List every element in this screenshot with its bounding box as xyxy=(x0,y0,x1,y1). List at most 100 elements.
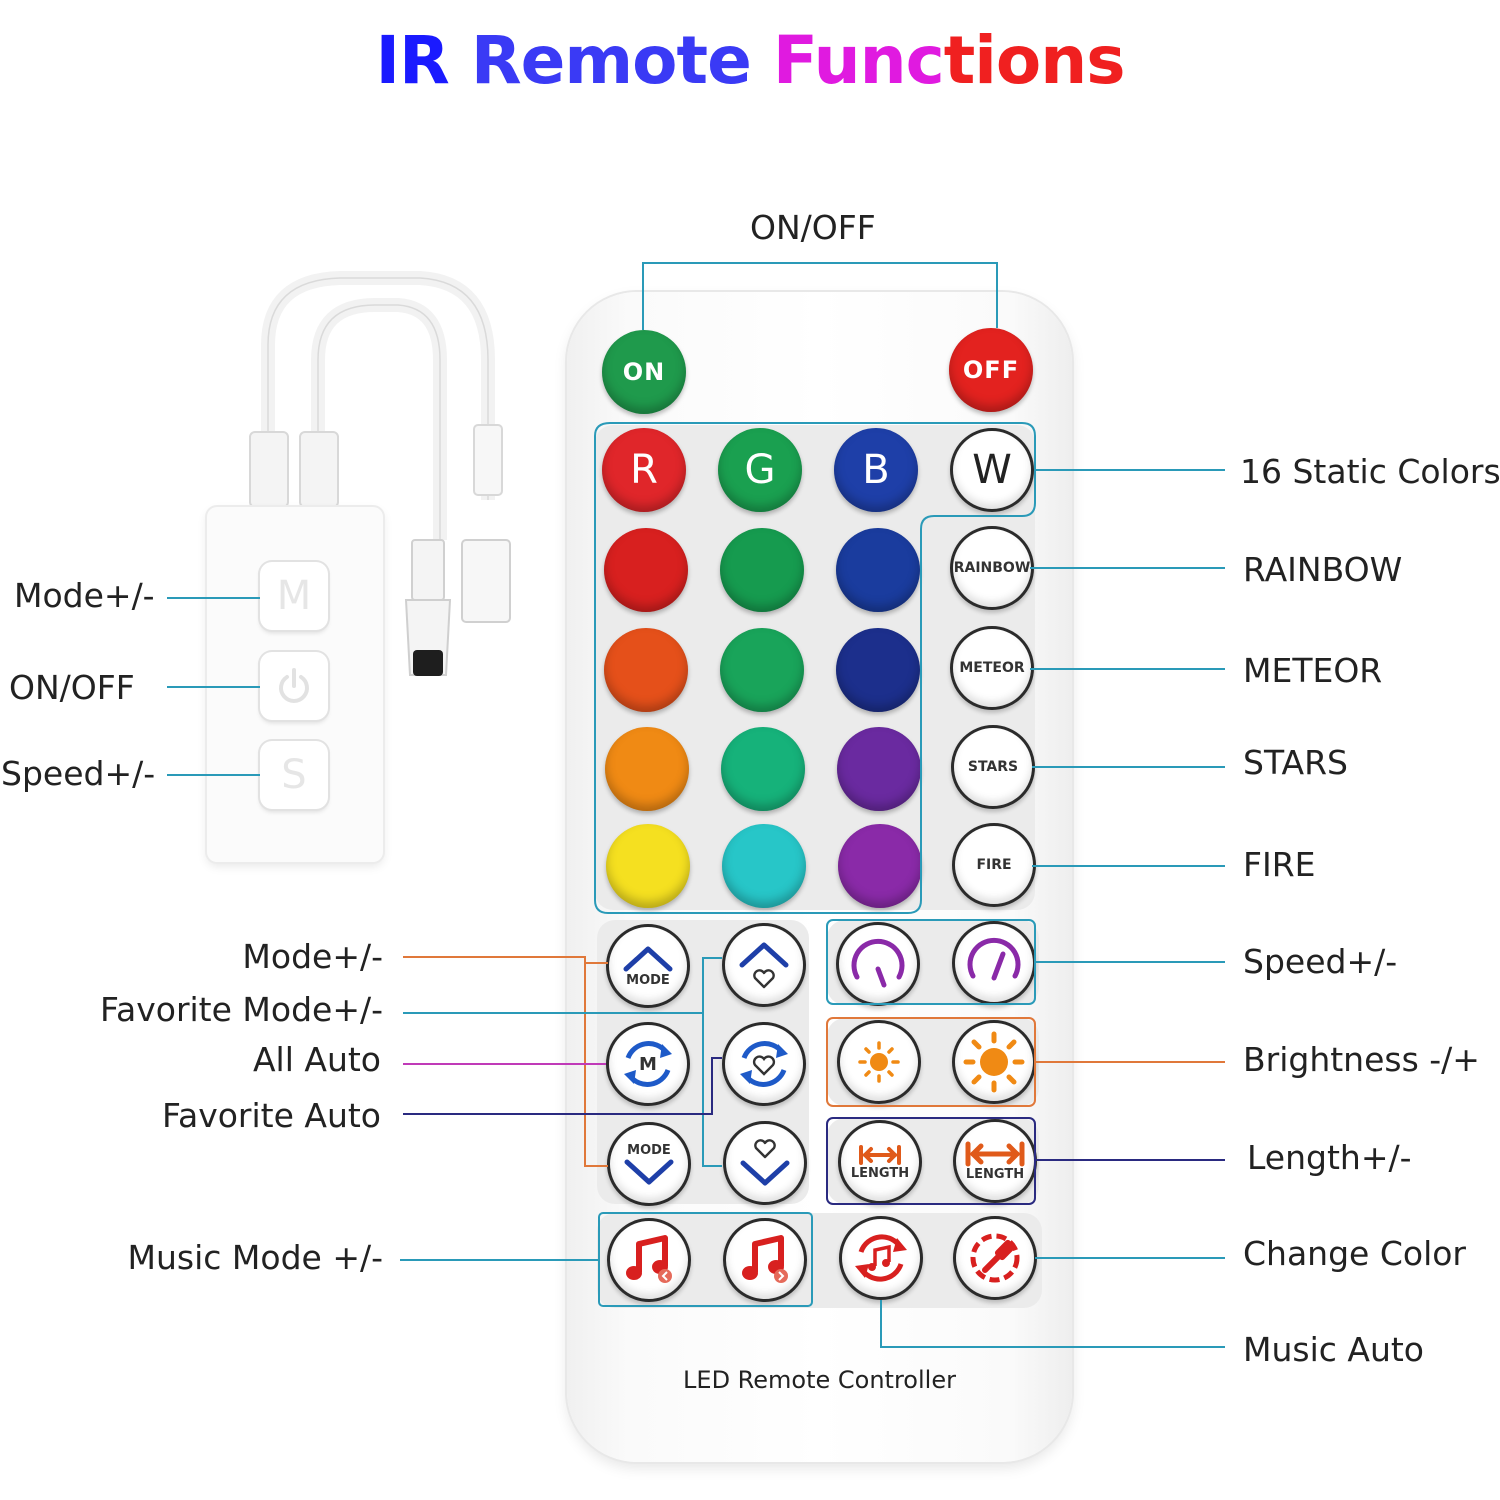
speed-up-button[interactable] xyxy=(952,921,1036,1005)
controller-speed-glyph: S xyxy=(281,752,307,798)
chevron-down-icon xyxy=(740,1160,790,1186)
stars-label: STARS xyxy=(967,759,1019,775)
color-button[interactable] xyxy=(721,727,805,811)
label-on-off-top: ON/OFF xyxy=(750,208,876,247)
label-brightness: Brightness -/+ xyxy=(1243,1040,1480,1079)
heart-icon xyxy=(753,969,775,989)
blue-label: B xyxy=(862,447,890,493)
on-label: ON xyxy=(622,358,666,386)
off-label: OFF xyxy=(962,356,1020,384)
fire-label: FIRE xyxy=(976,857,1012,873)
controller-mode-glyph: M xyxy=(276,573,312,619)
mode-up-button[interactable]: MODE xyxy=(606,924,690,1008)
label-rainbow: RAINBOW xyxy=(1243,550,1403,589)
length-down-label: LENGTH xyxy=(850,1165,910,1181)
sun-small-icon xyxy=(858,1041,900,1083)
label-all-auto: All Auto xyxy=(252,1040,381,1079)
music-auto-button[interactable] xyxy=(839,1216,923,1300)
label-length: Length+/- xyxy=(1247,1138,1412,1177)
color-button[interactable] xyxy=(605,727,689,811)
label-controller-speed: Speed+/- xyxy=(1,754,156,793)
power-icon xyxy=(279,668,309,703)
green-label: G xyxy=(744,447,776,493)
favorite-mode-down-button[interactable] xyxy=(723,1121,807,1205)
chevron-down-icon xyxy=(624,1159,674,1184)
chevron-up-icon xyxy=(623,946,673,971)
meteor-button[interactable]: METEOR xyxy=(950,626,1034,710)
controller-speed-button[interactable]: S xyxy=(260,741,328,809)
color-button[interactable] xyxy=(604,528,688,612)
label-static-colors: 16 Static Colors xyxy=(1240,452,1500,491)
all-auto-button[interactable]: M xyxy=(606,1022,690,1106)
chevron-up-icon xyxy=(739,942,789,968)
fire-button[interactable]: FIRE xyxy=(952,823,1036,907)
color-button[interactable] xyxy=(720,528,804,612)
mode-down-button[interactable]: MODE xyxy=(607,1122,691,1206)
off-button[interactable]: OFF xyxy=(949,328,1033,412)
speedometer-icon xyxy=(967,937,1021,981)
green-button[interactable]: G xyxy=(718,428,802,512)
music-mode-up-button[interactable] xyxy=(723,1218,807,1302)
meteor-label: METEOR xyxy=(959,660,1025,676)
length-arrow-icon xyxy=(859,1144,901,1165)
sun-large-icon xyxy=(963,1031,1025,1093)
label-controller-mode: Mode+/- xyxy=(14,576,155,615)
speedometer-icon xyxy=(851,938,905,988)
red-button[interactable]: R xyxy=(602,428,686,512)
favorite-mode-up-button[interactable] xyxy=(722,923,806,1007)
remote-brand-label: LED Remote Controller xyxy=(683,1366,956,1394)
music-note-icon xyxy=(742,1235,788,1283)
length-arrow-icon xyxy=(965,1141,1025,1166)
color-button[interactable] xyxy=(837,727,921,811)
white-label: W xyxy=(972,447,1012,493)
color-button[interactable] xyxy=(604,628,688,712)
label-stars: STARS xyxy=(1243,743,1348,782)
on-button[interactable]: ON xyxy=(602,330,686,414)
cycle-icon xyxy=(624,1041,672,1087)
length-down-button[interactable]: LENGTH xyxy=(838,1120,922,1204)
page-title: IR Remote Functions xyxy=(0,22,1500,99)
label-change-color: Change Color xyxy=(1243,1234,1466,1273)
color-picker-icon xyxy=(970,1233,1020,1283)
label-music-auto: Music Auto xyxy=(1243,1330,1425,1369)
music-note-icon xyxy=(626,1235,672,1283)
mode-up-label: MODE xyxy=(626,972,670,988)
title-part: IR xyxy=(375,22,471,99)
controller-mode-button[interactable]: M xyxy=(260,562,328,630)
color-button[interactable] xyxy=(606,824,690,908)
length-up-label: LENGTH xyxy=(965,1166,1025,1182)
mode-down-label: MODE xyxy=(627,1142,671,1158)
speed-down-button[interactable] xyxy=(836,922,920,1006)
title-part: Remote xyxy=(470,22,773,99)
heart-icon xyxy=(754,1139,776,1159)
label-favorite-mode: Favorite Mode+/- xyxy=(100,990,383,1029)
controller-power-button[interactable] xyxy=(260,652,328,720)
music-cycle-icon xyxy=(855,1234,907,1282)
color-button[interactable] xyxy=(838,824,922,908)
brightness-down-button[interactable] xyxy=(837,1020,921,1104)
label-controller-onoff: ON/OFF xyxy=(9,668,135,707)
title-part: Func xyxy=(772,22,945,99)
music-mode-down-button[interactable] xyxy=(607,1218,691,1302)
color-button[interactable] xyxy=(836,528,920,612)
cycle-heart-icon xyxy=(740,1041,788,1087)
label-music-mode: Music Mode +/- xyxy=(127,1238,383,1277)
blue-button[interactable]: B xyxy=(834,428,918,512)
favorite-auto-button[interactable] xyxy=(722,1022,806,1106)
label-fire: FIRE xyxy=(1243,845,1316,884)
all-auto-label: M xyxy=(639,1053,657,1075)
label-speed-right: Speed+/- xyxy=(1243,942,1398,981)
controller-unit: M S xyxy=(207,507,383,862)
color-button[interactable] xyxy=(836,628,920,712)
color-button[interactable] xyxy=(720,628,804,712)
white-button[interactable]: W xyxy=(950,428,1034,512)
rainbow-label: RAINBOW xyxy=(953,560,1031,576)
label-mode-left: Mode+/- xyxy=(242,937,383,976)
length-up-button[interactable]: LENGTH xyxy=(953,1119,1037,1203)
color-button[interactable] xyxy=(722,824,806,908)
label-meteor: METEOR xyxy=(1243,651,1383,690)
change-color-button[interactable] xyxy=(953,1216,1037,1300)
title-part: tions xyxy=(943,22,1126,99)
